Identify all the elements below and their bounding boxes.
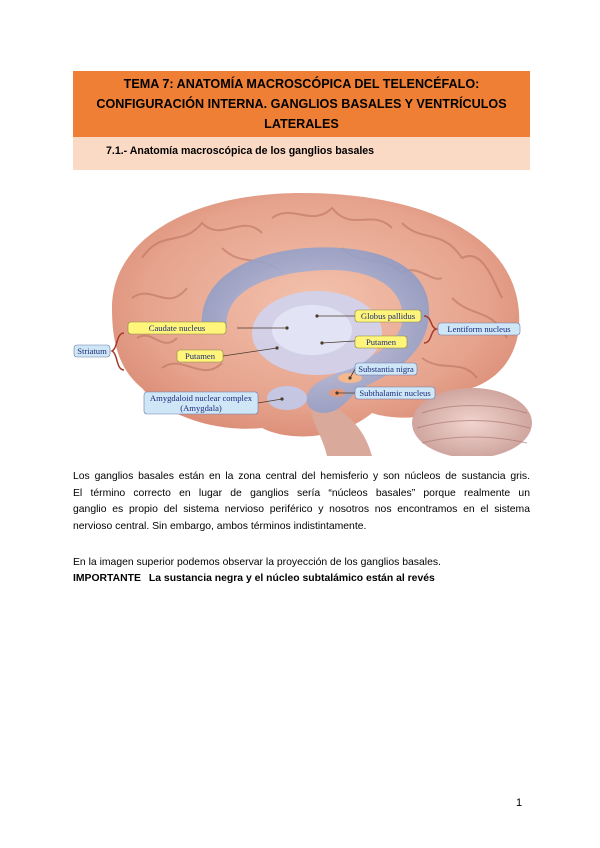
label-lentiform-text: Lentiform nucleus	[447, 324, 511, 334]
body-paragraph-1: Los ganglios basales están en la zona ce…	[73, 469, 530, 535]
title-line-1: TEMA 7: ANATOMÍA MACROSCÓPICA DEL TELENC…	[123, 77, 480, 91]
paragraph-line: El término correcto en lugar de ganglios…	[73, 487, 530, 499]
label-caudate: Caudate nucleus	[127, 321, 227, 335]
label-substantia-text: Substantia nigra	[358, 364, 414, 374]
label-putamen-right: Putamen	[354, 335, 408, 349]
section-banner: 7.1.- Anatomía macroscópica de los gangl…	[73, 137, 530, 170]
section-heading: 7.1.- Anatomía macroscópica de los gangl…	[106, 145, 375, 157]
title-line-2: CONFIGURACIÓN INTERNA. GANGLIOS BASALES …	[96, 97, 507, 111]
important-text: La sustancia negra y el núcleo subtalámi…	[148, 573, 435, 584]
label-striatum: Striatum	[73, 344, 111, 358]
label-caudate-text: Caudate nucleus	[149, 323, 206, 333]
label-putamen-left: Putamen	[176, 349, 224, 363]
label-subthalamic-text: Subthalamic nucleus	[359, 388, 431, 398]
paragraph-line: nervioso central. Sin embargo, ambos tér…	[73, 520, 367, 532]
body-paragraph-2: En la imagen superior podemos observar l…	[73, 557, 441, 568]
label-subthalamic: Subthalamic nucleus	[354, 386, 436, 400]
label-amygdala-text-2: (Amygdala)	[180, 403, 222, 413]
paragraph-line: Los ganglios basales están en la zona ce…	[73, 471, 530, 482]
label-striatum-text: Striatum	[77, 346, 107, 356]
label-putamen-right-text: Putamen	[366, 337, 397, 347]
label-globus-text: Globus pallidus	[361, 311, 416, 321]
label-amygdala-text-1: Amygdaloid nuclear complex	[150, 393, 253, 403]
page-number: 1	[516, 797, 523, 809]
label-amygdala: Amygdaloid nuclear complex (Amygdala)	[143, 391, 259, 415]
label-putamen-left-text: Putamen	[185, 351, 216, 361]
amygdala-shape	[267, 386, 307, 410]
basal-ganglia-illustration: Striatum Caudate nucleus Putamen Amygdal…	[73, 193, 532, 456]
striatum-bracket	[110, 332, 125, 371]
important-note: IMPORTANTE La sustancia negra y el núcleo…	[73, 571, 530, 588]
lentiform-bracket	[423, 315, 439, 344]
title-line-3: LATERALES	[264, 117, 339, 131]
label-lentiform: Lentiform nucleus	[437, 322, 521, 336]
important-label: IMPORTANTE	[73, 573, 141, 584]
brain-figure: Striatum Caudate nucleus Putamen Amygdal…	[72, 188, 532, 456]
label-globus: Globus pallidus	[354, 309, 422, 323]
paragraph-line: ganglio es propio del sistema nervioso p…	[73, 504, 530, 515]
label-substantia: Substantia nigra	[354, 362, 418, 376]
title-banner: TEMA 7: ANATOMÍA MACROSCÓPICA DEL TELENC…	[73, 71, 530, 137]
